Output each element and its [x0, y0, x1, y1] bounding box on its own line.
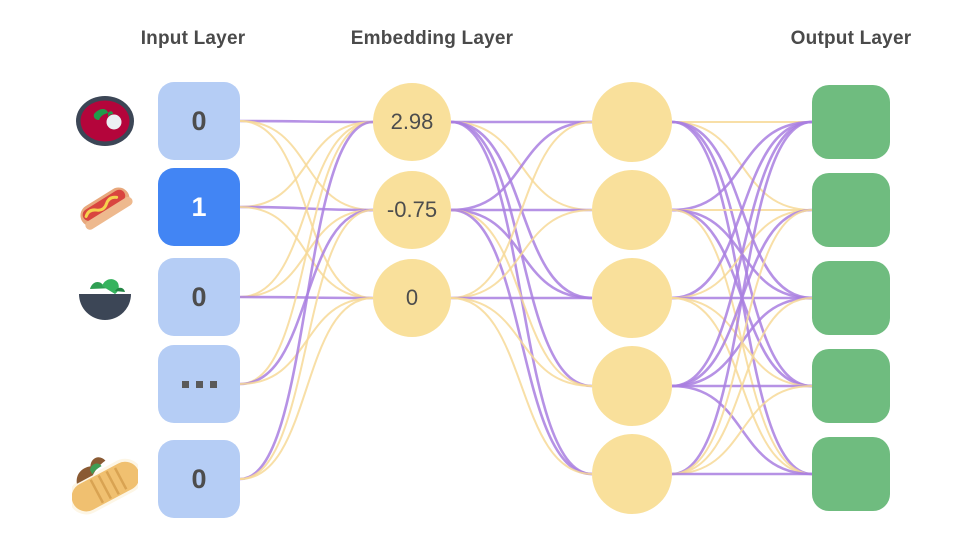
- embedding-node[interactable]: 0: [373, 259, 451, 337]
- connection-edge: [450, 121, 593, 299]
- connection-edge: [239, 121, 374, 298]
- hidden-node[interactable]: [592, 170, 672, 250]
- input-value-box[interactable]: 1: [158, 168, 240, 246]
- embedding-node-value: 2.98: [390, 109, 434, 134]
- connection-edge: [239, 120, 374, 481]
- input-value-box[interactable]: 0: [158, 82, 240, 160]
- connection-edge: [239, 209, 374, 480]
- connection-edge: [239, 119, 374, 124]
- input-layer-title: Input Layer: [140, 28, 246, 49]
- connection-edge: [671, 120, 813, 388]
- input-value-box[interactable]: [158, 345, 240, 423]
- output-node[interactable]: [812, 173, 890, 247]
- input-value-box[interactable]: 0: [158, 258, 240, 336]
- input-value-label: 0: [191, 463, 207, 494]
- salad-bowl-icon: [79, 279, 131, 320]
- connection-edge: [671, 120, 813, 476]
- hidden-node[interactable]: [592, 434, 672, 514]
- hidden-node[interactable]: [592, 82, 672, 162]
- hot-dog-icon: [80, 187, 133, 230]
- embedding-layer-title: Embedding Layer: [350, 28, 514, 49]
- ellipsis-icon: [181, 380, 217, 388]
- input-value-label: 1: [191, 191, 207, 222]
- connection-edge: [671, 120, 813, 212]
- connection-edge: [671, 385, 813, 475]
- input-value-box[interactable]: 0: [158, 440, 240, 518]
- embedding-node[interactable]: 2.98: [373, 83, 451, 161]
- hidden-node[interactable]: [592, 258, 672, 338]
- connection-edge: [671, 209, 813, 475]
- connection-edge: [671, 120, 813, 300]
- connection-edge: [450, 120, 593, 212]
- burrito-icon: [72, 457, 138, 515]
- embedding-node-value: -0.75: [386, 197, 438, 222]
- stew-bowl-icon: [76, 96, 134, 146]
- connection-edge: [450, 209, 593, 299]
- output-node[interactable]: [812, 349, 890, 423]
- connection-edge: [239, 121, 374, 208]
- connection-edge: [671, 297, 813, 475]
- embedding-node-value: 0: [405, 285, 419, 310]
- hidden-node[interactable]: [592, 346, 672, 426]
- input-value-label: 0: [191, 105, 207, 136]
- connection-edge: [239, 297, 374, 480]
- connection-edge: [239, 121, 374, 385]
- connection-edge: [450, 297, 593, 387]
- output-node[interactable]: [812, 437, 890, 511]
- output-node[interactable]: [812, 261, 890, 335]
- output-node[interactable]: [812, 85, 890, 159]
- connection-edge: [450, 297, 593, 475]
- input-value-label: 0: [191, 281, 207, 312]
- embedding-node[interactable]: -0.75: [373, 171, 451, 249]
- output-layer-title: Output Layer: [790, 28, 912, 49]
